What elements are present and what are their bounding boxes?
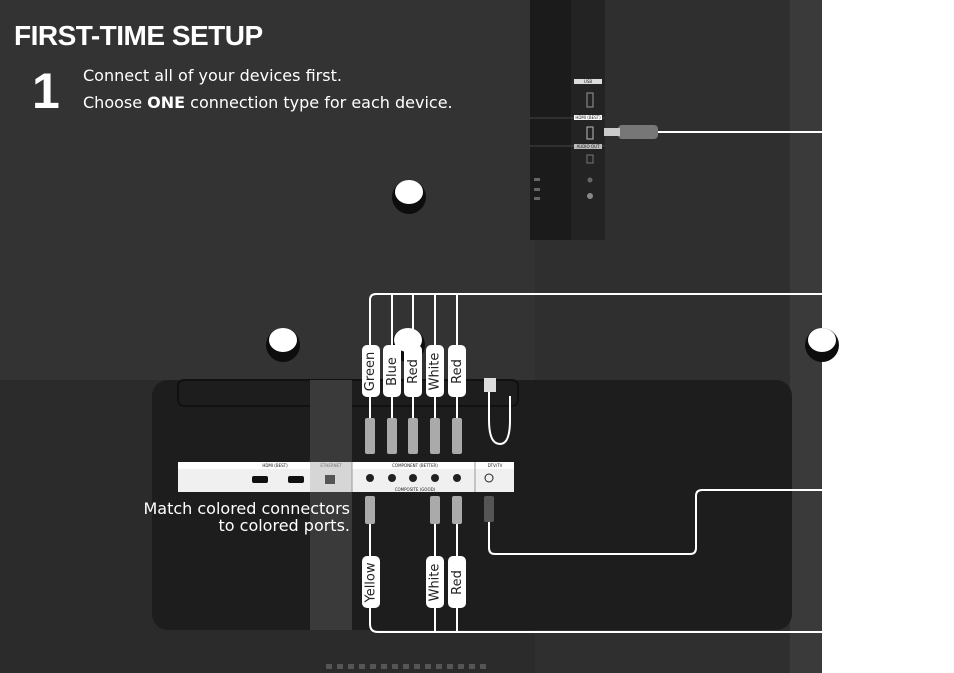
- side-hdmi-label: HDMI (BEST): [575, 115, 601, 120]
- back-dtv-label: DTV/TV: [487, 463, 503, 468]
- back-component-label: COMPONENT (BETTER): [392, 463, 438, 468]
- side-audio-label: AUDIO OUT: [576, 144, 600, 149]
- page-title: FIRST-TIME SETUP: [14, 20, 263, 51]
- back-ethernet-label: ETHERNET: [320, 463, 342, 468]
- instruction-suffix: connection type for each device.: [185, 93, 453, 112]
- match-note-line-2: to colored ports.: [218, 516, 351, 535]
- instruction-line-2: Choose ONE connection type for each devi…: [83, 93, 453, 112]
- cable-label-green: Green: [362, 345, 380, 397]
- cable-label-composite-white: White: [426, 556, 444, 608]
- cable-label-blue: Blue: [383, 345, 401, 397]
- side-usb-label: USB: [583, 79, 593, 84]
- cable-label-white: White: [426, 345, 444, 397]
- cable-label-red-2: Red: [448, 345, 466, 397]
- cable-label-composite-red: Red: [448, 556, 466, 608]
- back-hdmi-label: HDMI (BEST): [262, 463, 288, 468]
- instruction-line-1: Connect all of your devices first.: [83, 66, 342, 85]
- match-note-line-1: Match colored connectors: [143, 499, 350, 518]
- cable-label-red: Red: [404, 345, 422, 397]
- instruction-prefix: Choose: [83, 93, 148, 112]
- cable-label-yellow: Yellow: [362, 556, 380, 608]
- step-number: 1: [32, 63, 60, 119]
- back-composite-label: COMPOSITE (GOOD): [394, 487, 436, 492]
- instruction-emphasis: ONE: [147, 93, 186, 112]
- match-colors-note: Match colored connectors to colored port…: [143, 500, 350, 534]
